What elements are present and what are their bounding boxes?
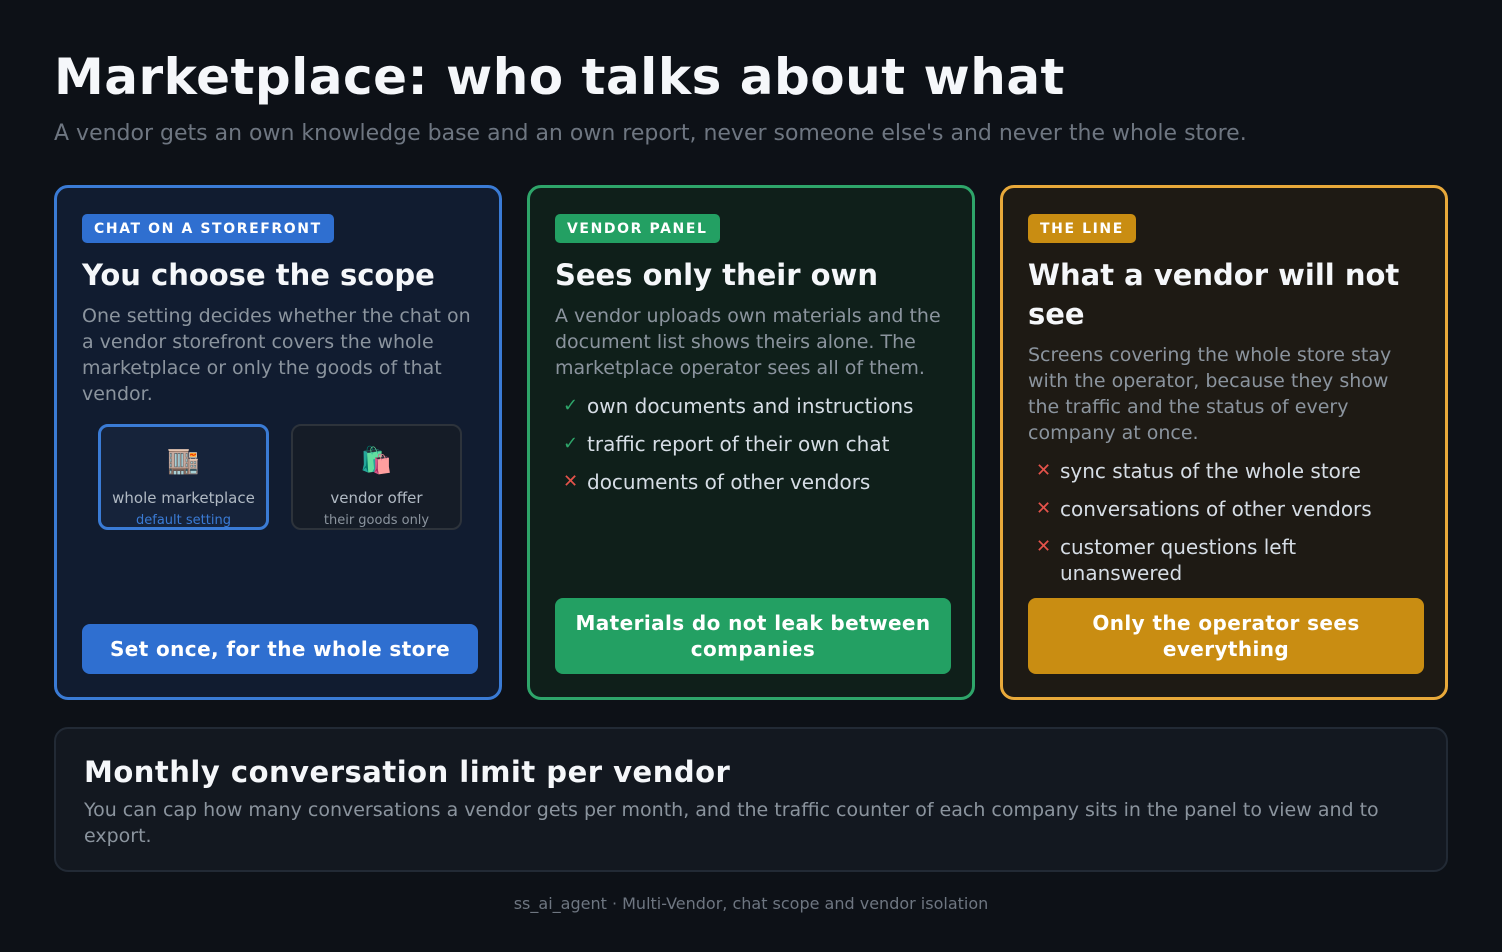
cross-icon: ✕ [563,471,579,492]
cross-icon: ✕ [1036,498,1052,519]
list-item-text: conversations of other vendors [1060,497,1372,521]
cross-icon: ✕ [1036,536,1052,557]
vendor-visibility-list: ✓ own documents and instructions ✓ traffic… [555,393,947,495]
list-item: ✕ sync status of the whole store [1028,458,1420,484]
card-badge: CHAT ON A STOREFRONT [82,214,334,243]
card-title: Sees only their own [555,258,878,292]
cross-icon: ✕ [1036,460,1052,481]
card-description: A vendor uploads own materials and the d… [555,305,941,379]
panel-description: You can cap how many conversations a ven… [84,799,1379,847]
department-store-icon: 🏬 [167,446,200,476]
check-icon: ✓ [563,395,579,416]
option-whole-marketplace[interactable]: 🏬 whole marketplace default setting [98,424,269,530]
monthly-limit-panel: Monthly conversation limit per vendor Yo… [54,727,1448,872]
option-label: vendor offer [330,489,423,507]
card-title: What a vendor will not see [1028,258,1400,331]
card-description: Screens covering the whole store stay wi… [1028,344,1392,444]
list-item: ✓ own documents and instructions [555,393,947,419]
panel-title: Monthly conversation limit per vendor [84,755,731,789]
option-label: whole marketplace [112,489,255,507]
page-subtitle: A vendor gets an own knowledge base and … [54,121,1247,146]
list-item-text: own documents and instructions [587,394,914,418]
card-title: You choose the scope [82,258,435,292]
option-sublabel: default setting [136,513,231,528]
page-title: Marketplace: who talks about what [54,48,1065,106]
materials-isolation-button[interactable]: Materials do not leak between companies [555,598,951,674]
card-badge: THE LINE [1028,214,1136,243]
operator-sees-all-button[interactable]: Only the operator sees everything [1028,598,1424,674]
option-sublabel: their goods only [323,513,430,528]
list-item: ✕ documents of other vendors [555,469,947,495]
card-badge: VENDOR PANEL [555,214,720,243]
card-chat-scope: CHAT ON A STOREFRONT You choose the scop… [54,185,502,700]
card-description: One setting decides whether the chat on … [82,305,471,405]
card-the-line: THE LINE What a vendor will not see Scre… [1000,185,1448,700]
option-vendor-offer[interactable]: 🛍️ vendor offer their goods only [291,424,462,530]
list-item-text: documents of other vendors [587,470,871,494]
list-item-text: customer questions left unanswered [1060,535,1297,585]
shopping-bags-icon: 🛍️ [360,446,393,476]
list-item: ✓ traffic report of their own chat [555,431,947,457]
check-icon: ✓ [563,433,579,454]
list-item: ✕ customer questions left unanswered [1028,534,1420,586]
list-item-text: traffic report of their own chat [587,432,890,456]
footer-caption: ss_ai_agent · Multi-Vendor, chat scope a… [513,894,989,913]
list-item: ✕ conversations of other vendors [1028,496,1420,522]
scope-options: 🏬 whole marketplace default setting 🛍️ v… [98,424,462,530]
hidden-from-vendor-list: ✕ sync status of the whole store ✕ convers… [1028,458,1420,586]
list-item-text: sync status of the whole store [1060,459,1361,483]
set-once-button[interactable]: Set once, for the whole store [82,624,478,674]
card-vendor-panel: VENDOR PANEL Sees only their own A vendo… [527,185,975,700]
